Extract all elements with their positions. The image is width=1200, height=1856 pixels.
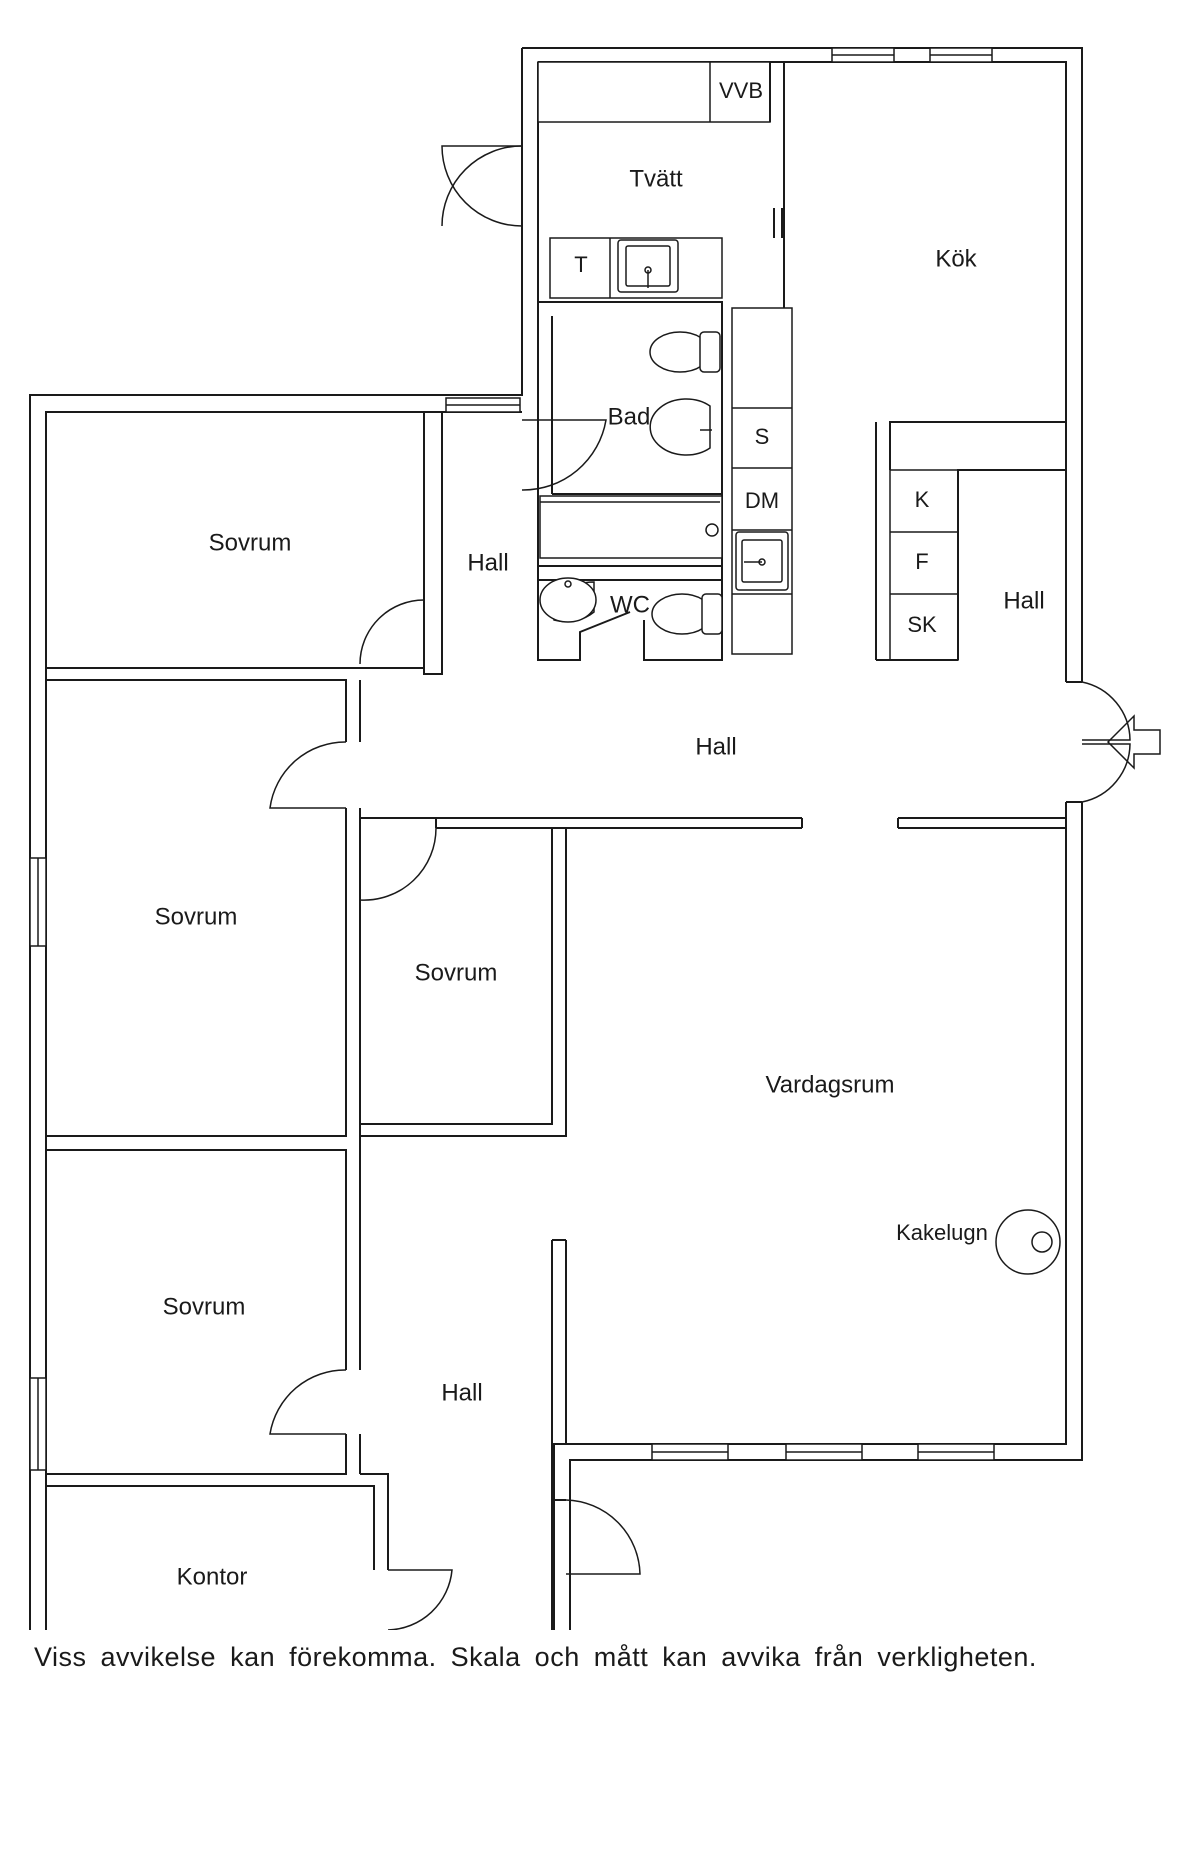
fixture-label-t: T [574,252,587,277]
room-labels: Tvätt VVB Kök Bad T S DM WC K F SK Hall … [155,78,1045,1591]
room-label-hall-top: Hall [467,549,508,576]
room-label-hall-center: Hall [695,733,736,760]
windows [29,47,995,1471]
room-label-bad: Bad [608,403,651,430]
kakelugn-icon [995,1209,1061,1275]
fixture-label-kakelugn: Kakelugn [896,1220,988,1245]
disclaimer-text: Viss avvikelse kan förekomma. Skala och … [34,1642,1037,1672]
fixture-label-k: K [915,487,930,512]
room-label-kontor: Kontor [177,1563,248,1590]
room-label-kok: Kök [935,245,977,272]
floor-plan: Tvätt VVB Kök Bad T S DM WC K F SK Hall … [29,47,1161,1630]
fixture-label-vvb: VVB [719,78,763,103]
room-label-hall-right: Hall [1003,587,1044,614]
door-swings [269,145,1131,1630]
room-label-hall-bottom: Hall [441,1379,482,1406]
room-label-vardagsrum: Vardagsrum [766,1071,895,1098]
room-label-sovrum-1: Sovrum [209,529,292,556]
room-label-sovrum-3: Sovrum [415,959,498,986]
fixtures [539,239,1061,1275]
room-label-tvatt: Tvätt [629,165,683,192]
fixture-label-s: S [755,424,770,449]
interior-walls [45,61,1082,1630]
room-label-sovrum-2: Sovrum [155,903,238,930]
fixture-label-f: F [915,549,928,574]
room-label-sovrum-4: Sovrum [163,1293,246,1320]
fixture-label-sk: SK [907,612,937,637]
fixture-label-dm: DM [745,488,779,513]
entrance-arrow-icon [1106,714,1161,770]
room-label-wc: WC [610,591,650,618]
